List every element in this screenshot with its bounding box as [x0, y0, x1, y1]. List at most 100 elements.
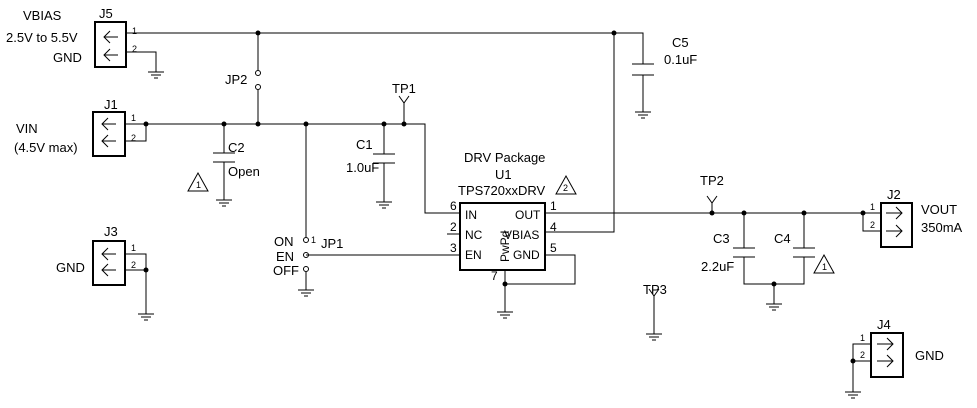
ic-pin-nc-name: NC [465, 228, 483, 242]
capacitor-c5: C5 0.1uF [632, 35, 697, 76]
jumper-jp2: JP2 [225, 70, 261, 90]
j4-pin1-arrow-icon [877, 337, 894, 351]
j2-net-label: VOUT [921, 202, 957, 217]
c2-value: Open [228, 164, 260, 179]
jp1-ref: JP1 [321, 236, 343, 251]
j1-pin2-num: 2 [131, 133, 136, 143]
test-point-icon [706, 195, 718, 204]
ic-package-label: DRV Package [464, 150, 545, 165]
test-point-icon [648, 288, 660, 297]
capacitor-c2: C2 Open [213, 140, 260, 179]
j4-ref: J4 [877, 317, 891, 332]
jp1-pin1-num: 1 [311, 235, 316, 245]
note-flag-c4: 1 [813, 253, 835, 274]
ic-pin-in-name: IN [465, 208, 477, 222]
c3-value: 2.2uF [701, 259, 734, 274]
test-point-tp3: TP3 [643, 282, 667, 297]
junction-dots [143, 30, 866, 364]
j3-ref: J3 [104, 224, 118, 239]
jp2-contact-top [255, 70, 261, 76]
j4-gnd-label: GND [915, 348, 944, 363]
tp1-ref: TP1 [392, 81, 416, 96]
ic-pin-vbias-num: 4 [550, 220, 557, 234]
c4-ref: C4 [774, 231, 791, 246]
ground-icon [216, 199, 232, 207]
capacitor-icon [373, 153, 395, 164]
j5-pin2-arrow-icon [103, 48, 118, 62]
test-point-icon [398, 95, 410, 104]
c5-value: 0.1uF [664, 52, 697, 67]
ic-pin-out-num: 1 [550, 199, 557, 213]
j5-pin1-num: 1 [132, 26, 137, 36]
ic-pad-num: 7 [491, 269, 498, 283]
junction-dot [401, 121, 407, 127]
ic-pin-vbias-name: VBIAS [504, 228, 539, 242]
jp2-contact-bottom [255, 84, 261, 90]
j4-pin1-num: 1 [860, 333, 865, 343]
ic-ref: U1 [495, 167, 512, 182]
ic-pin-en-name: EN [465, 248, 482, 262]
vin-rail-wire [126, 123, 447, 214]
connector-j2: J2 VOUT 350mA 1 2 [870, 187, 963, 248]
note-flag-u1: 2 [555, 174, 577, 195]
capacitor-c1: C1 1.0uF [346, 137, 395, 175]
junction-dot [860, 210, 866, 216]
j3-pin1-num: 1 [131, 243, 136, 253]
connector-j3: GND J3 1 2 [56, 224, 136, 286]
ic-pin-nc-num: 2 [450, 220, 457, 234]
j2-current-label: 350mA [921, 220, 963, 235]
junction-dot [771, 281, 777, 287]
note-flag-number: 1 [196, 180, 201, 190]
j2-pin1-arrow-icon [886, 206, 903, 220]
junction-dot [303, 121, 309, 127]
c3-ref: C3 [713, 231, 730, 246]
c5-top-wire [614, 32, 644, 64]
j2-pin1-num: 1 [870, 202, 875, 212]
ic-pad-label: PwPd [498, 231, 512, 262]
ic-part-number: TPS720xxDRV [458, 183, 546, 198]
note-flag-c2: 1 [187, 171, 209, 192]
ic-pin-gnd-num: 5 [550, 241, 557, 255]
ground-icon [635, 111, 651, 119]
gnd-pin5-wire [505, 254, 576, 285]
ic-u1: DRV Package U1 TPS720xxDRV 6 2 3 IN NC E… [447, 150, 557, 283]
j1-pin1-num: 1 [131, 113, 136, 123]
jp1-contact-on [303, 237, 309, 243]
j2-pin2-arrow-icon [886, 224, 903, 238]
ground-icon [497, 311, 513, 319]
ground-symbols [138, 71, 861, 399]
junction-dot [381, 121, 387, 127]
ground-icon [376, 201, 392, 209]
ic-pin-out-name: OUT [515, 208, 541, 222]
tp2-ref: TP2 [700, 173, 724, 188]
note-flag-number: 1 [822, 262, 827, 272]
ground-icon [138, 313, 154, 321]
j5-body [94, 21, 127, 68]
jp1-en-label: EN [276, 249, 294, 264]
junction-dot [221, 121, 227, 127]
j3-pin1-arrow-icon [101, 247, 116, 261]
jumper-jp1: ON EN OFF 1 JP1 [273, 234, 343, 278]
ic-pin-gnd-name: GND [513, 248, 540, 262]
ground-icon [845, 391, 861, 399]
j4-pin-tie-wire [852, 343, 871, 362]
ic-pin-in-num: 6 [450, 199, 457, 213]
j4-body [870, 332, 904, 378]
capacitor-icon [733, 247, 755, 258]
j5-voltage-range: 2.5V to 5.5V [6, 30, 78, 45]
junction-dot [709, 210, 715, 216]
vbias-rail-wire [126, 32, 615, 233]
capacitor-c4: C4 [774, 231, 815, 258]
j5-net-label: VBIAS [23, 8, 62, 23]
jp1-on-label: ON [274, 234, 294, 249]
junction-dot [255, 30, 261, 36]
junction-dot [741, 210, 747, 216]
ground-icon [766, 303, 782, 311]
jp2-ref: JP2 [225, 72, 247, 87]
connector-j1: VIN (4.5V max) J1 1 2 [14, 97, 136, 157]
tp3-ref: TP3 [643, 282, 667, 297]
j2-pin2-num: 2 [870, 220, 875, 230]
note-triangle-icon [187, 171, 209, 192]
j5-pin2-num: 2 [132, 44, 137, 54]
